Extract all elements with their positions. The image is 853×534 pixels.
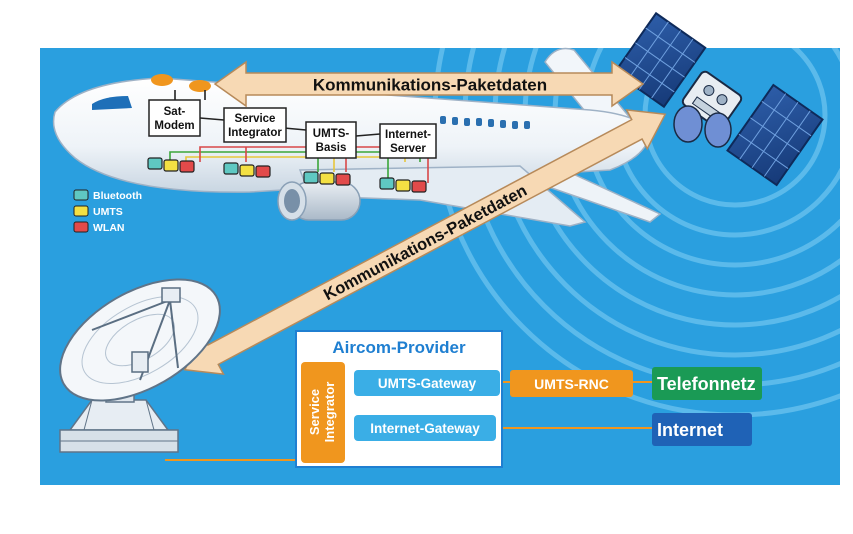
umts-rnc: UMTS-RNC bbox=[510, 370, 633, 397]
port-wlan bbox=[255, 165, 271, 178]
telefonnetz-label: Telefonnetz bbox=[657, 374, 756, 394]
port-umts bbox=[239, 164, 255, 177]
port-bluetooth bbox=[303, 171, 319, 184]
sat-modem-line2: Modem bbox=[154, 120, 194, 132]
arrow-top: Kommunikations-Paketdaten bbox=[213, 60, 645, 108]
antenna-dome bbox=[151, 74, 173, 86]
box-internet-server: Internet- Server bbox=[379, 123, 437, 159]
legend-label-umts: UMTS bbox=[93, 206, 123, 218]
legend-swatch-umts bbox=[73, 205, 89, 217]
legend-label-bluetooth: Bluetooth bbox=[93, 190, 142, 202]
service-integrator-line2: Integrator bbox=[228, 127, 282, 139]
legend-label-wlan: WLAN bbox=[93, 222, 125, 234]
internet-gateway: Internet-Gateway bbox=[354, 415, 496, 441]
satellite-dish-icon bbox=[59, 278, 221, 453]
provider-title: Aircom-Provider bbox=[332, 338, 466, 357]
port-wlan bbox=[179, 160, 195, 173]
umts-gateway-label: UMTS-Gateway bbox=[378, 376, 477, 391]
internet-server-line2: Server bbox=[390, 143, 426, 155]
engine bbox=[277, 181, 361, 221]
umts-basis-line2: Basis bbox=[316, 142, 347, 154]
umts-basis-line1: UMTS- bbox=[313, 128, 350, 140]
internet-label: Internet bbox=[657, 420, 723, 440]
port-umts bbox=[319, 172, 335, 185]
aircraft-ports bbox=[147, 157, 427, 193]
port-bluetooth bbox=[147, 157, 163, 170]
internet-server-line1: Internet- bbox=[385, 129, 431, 141]
umts-rnc-label: UMTS-RNC bbox=[534, 376, 609, 392]
sat-modem-line1: Sat- bbox=[164, 106, 186, 118]
telefonnetz: Telefonnetz bbox=[652, 367, 762, 400]
box-sat-modem: Sat- Modem bbox=[148, 99, 201, 137]
port-umts bbox=[163, 159, 179, 172]
port-wlan bbox=[335, 173, 351, 186]
legend-swatch-bluetooth bbox=[73, 189, 89, 201]
provider-service-integrator-line2: Integrator bbox=[322, 382, 337, 443]
umts-gateway: UMTS-Gateway bbox=[354, 370, 500, 396]
legend: Bluetooth UMTS WLAN bbox=[73, 189, 142, 234]
provider-service-integrator-line1: Service bbox=[307, 389, 322, 435]
port-wlan bbox=[411, 180, 427, 193]
port-bluetooth bbox=[223, 162, 239, 175]
port-bluetooth bbox=[379, 177, 395, 190]
arrow-top-label: Kommunikations-Paketdaten bbox=[313, 76, 547, 95]
internet: Internet bbox=[652, 413, 752, 446]
antenna-dome bbox=[189, 80, 211, 92]
port-umts bbox=[395, 179, 411, 192]
service-integrator-line1: Service bbox=[235, 113, 276, 125]
legend-swatch-wlan bbox=[73, 221, 89, 233]
box-service-integrator: Service Integrator bbox=[223, 107, 287, 143]
internet-gateway-label: Internet-Gateway bbox=[370, 421, 480, 436]
provider-service-integrator: Service Integrator bbox=[301, 362, 345, 463]
box-umts-basis: UMTS- Basis bbox=[305, 121, 357, 159]
